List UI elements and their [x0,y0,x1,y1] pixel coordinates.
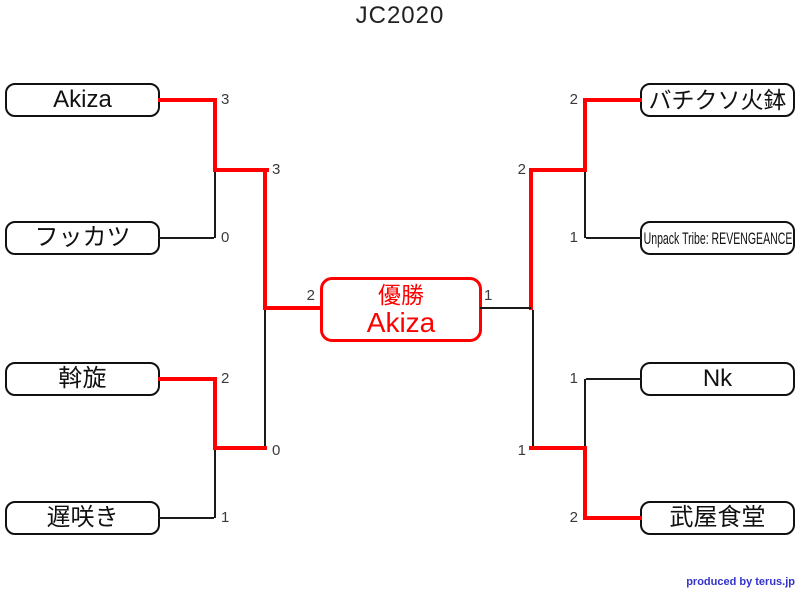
player-name: 遅咲き [46,504,119,531]
score-takeya-r1: 2 [569,509,578,526]
score-right-semi-top: 2 [517,161,526,178]
score-unpack-r1: 1 [569,229,578,246]
player-name: フッカツ [34,224,131,251]
player-box-akiza: Akiza [5,83,160,117]
connector-osozaki-r1-rise [214,450,216,518]
connector-final-left-advance [263,306,323,310]
connector-fukkatsu-r1-rise [214,172,216,238]
score-nk-r1: 1 [569,370,578,387]
score-final-right: 1 [484,287,493,304]
connector-left-semi-top-advance [213,168,269,172]
winner-name: Akiza [366,306,436,338]
winner-box: 優勝 Akiza [320,277,482,342]
connector-assen-r1 [158,377,217,381]
connector-final-right [480,307,531,309]
connector-takeya-r1 [583,516,642,520]
player-name: Nk [702,365,733,392]
connector-left-semi-bottom-advance [213,446,267,450]
player-name: Akiza [53,86,112,113]
player-name: バチクソ火鉢 [648,86,787,113]
connector-nk-r1-rise [584,379,586,448]
connector-osozaki-r1 [158,517,214,519]
player-box-unpack-tribe: Unpack Tribe: REVENGEANCE [640,221,795,255]
score-assen-r1: 2 [221,370,230,387]
connector-right-semi-top-advance [529,168,587,172]
player-name: Unpack Tribe: REVENGEANCE [643,228,792,248]
connector-nk-r1 [586,378,642,380]
connector-akiza-r1-drop [213,98,217,172]
connector-right-semi-loser-rise [532,310,534,450]
connector-bachikuso-r1-drop [583,98,587,172]
connector-takeya-r1-drop [583,446,587,520]
player-name: 斡旋 [58,365,107,392]
winner-label: 優勝 [378,281,424,308]
player-box-fukkatsu: フッカツ [5,221,160,255]
connector-left-semi-loser-rise [264,310,266,450]
score-akiza-r1: 3 [221,91,230,108]
score-osozaki-r1: 1 [221,509,230,526]
player-name: 武屋食堂 [669,504,766,531]
connector-bachikuso-r1 [583,98,642,102]
player-box-osozaki: 遅咲き [5,501,160,535]
credit-link[interactable]: produced by terus.jp [686,576,795,588]
player-box-bachikuso-hibachi: バチクソ火鉢 [640,83,795,117]
connector-unpack-r1 [586,237,642,239]
tournament-title: JC2020 [355,2,445,29]
player-box-takeya-shokudo: 武屋食堂 [640,501,795,535]
score-left-semi-top: 3 [272,161,281,178]
connector-right-semi-winner-drop [529,168,533,310]
connector-right-semi-bottom-advance [529,446,587,450]
score-fukkatsu-r1: 0 [221,229,230,246]
score-right-semi-bottom: 1 [517,442,526,459]
player-box-nk: Nk [640,362,795,396]
score-bachikuso-r1: 2 [569,91,578,108]
score-final-left: 2 [306,287,315,304]
connector-fukkatsu-r1 [158,237,214,239]
connector-assen-r1-drop [213,377,217,450]
connector-akiza-r1 [158,98,217,102]
score-left-semi-bottom: 0 [272,442,281,459]
player-box-assen: 斡旋 [5,362,160,396]
connector-unpack-r1-rise [584,172,586,238]
connector-left-semi-winner-drop [263,168,267,310]
